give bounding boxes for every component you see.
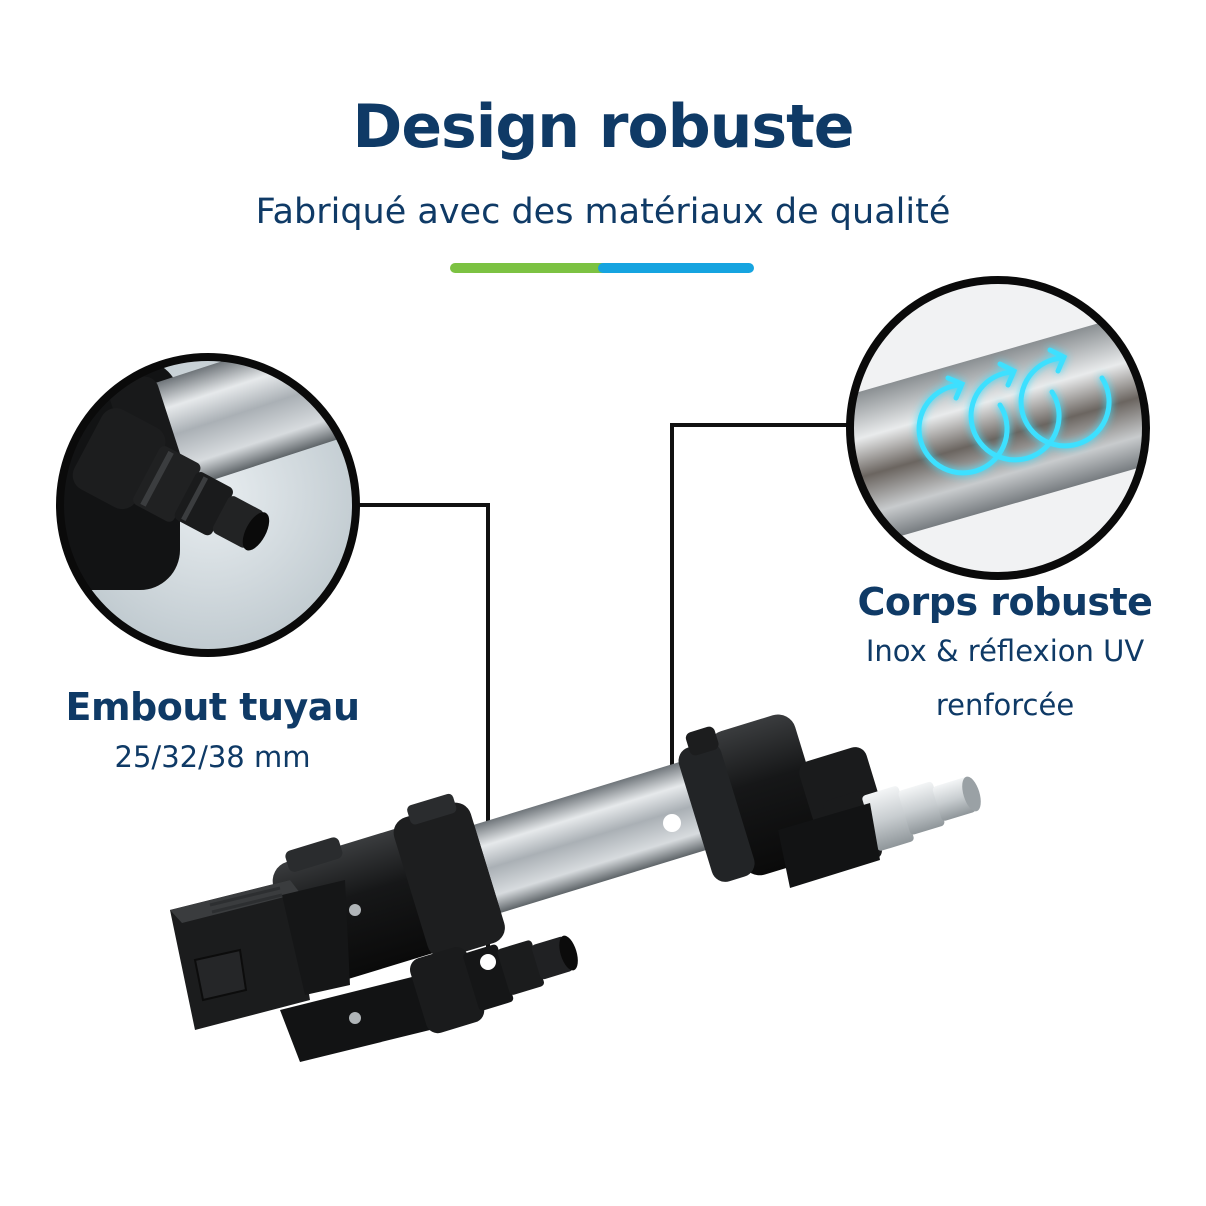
uv-clarifier-device	[170, 714, 981, 1062]
callout-right-subtitle-line2: renforcée	[935, 688, 1075, 722]
screw	[349, 1012, 361, 1024]
callout-right-title: Corps robuste	[857, 580, 1153, 624]
left-housing	[170, 793, 578, 1062]
right-base-foot	[778, 803, 880, 888]
zoom-circle-connector	[56, 353, 360, 657]
right-connector-line	[670, 423, 850, 825]
ballast-box	[170, 880, 350, 1030]
page-title: Design robuste	[352, 92, 855, 162]
page-subtitle: Fabriqué avec des matériaux de qualité	[255, 192, 951, 232]
divider-blue	[598, 263, 754, 273]
divider-green	[450, 263, 610, 273]
callout-left-subtitle: 25/32/38 mm	[114, 740, 311, 774]
left-marker-dot	[480, 954, 496, 970]
circular-arrow-icon	[916, 347, 1112, 476]
callout-right-subtitle-line1: Inox & réflexion UV	[865, 634, 1145, 668]
screw	[349, 904, 361, 916]
connector-lines	[353, 423, 850, 965]
callout-left-title: Embout tuyau	[65, 685, 361, 729]
right-marker-dot	[663, 814, 681, 832]
zoom-circle-steel	[846, 276, 1150, 580]
left-hose-nozzle	[410, 935, 578, 1034]
left-connector-line	[353, 503, 490, 965]
